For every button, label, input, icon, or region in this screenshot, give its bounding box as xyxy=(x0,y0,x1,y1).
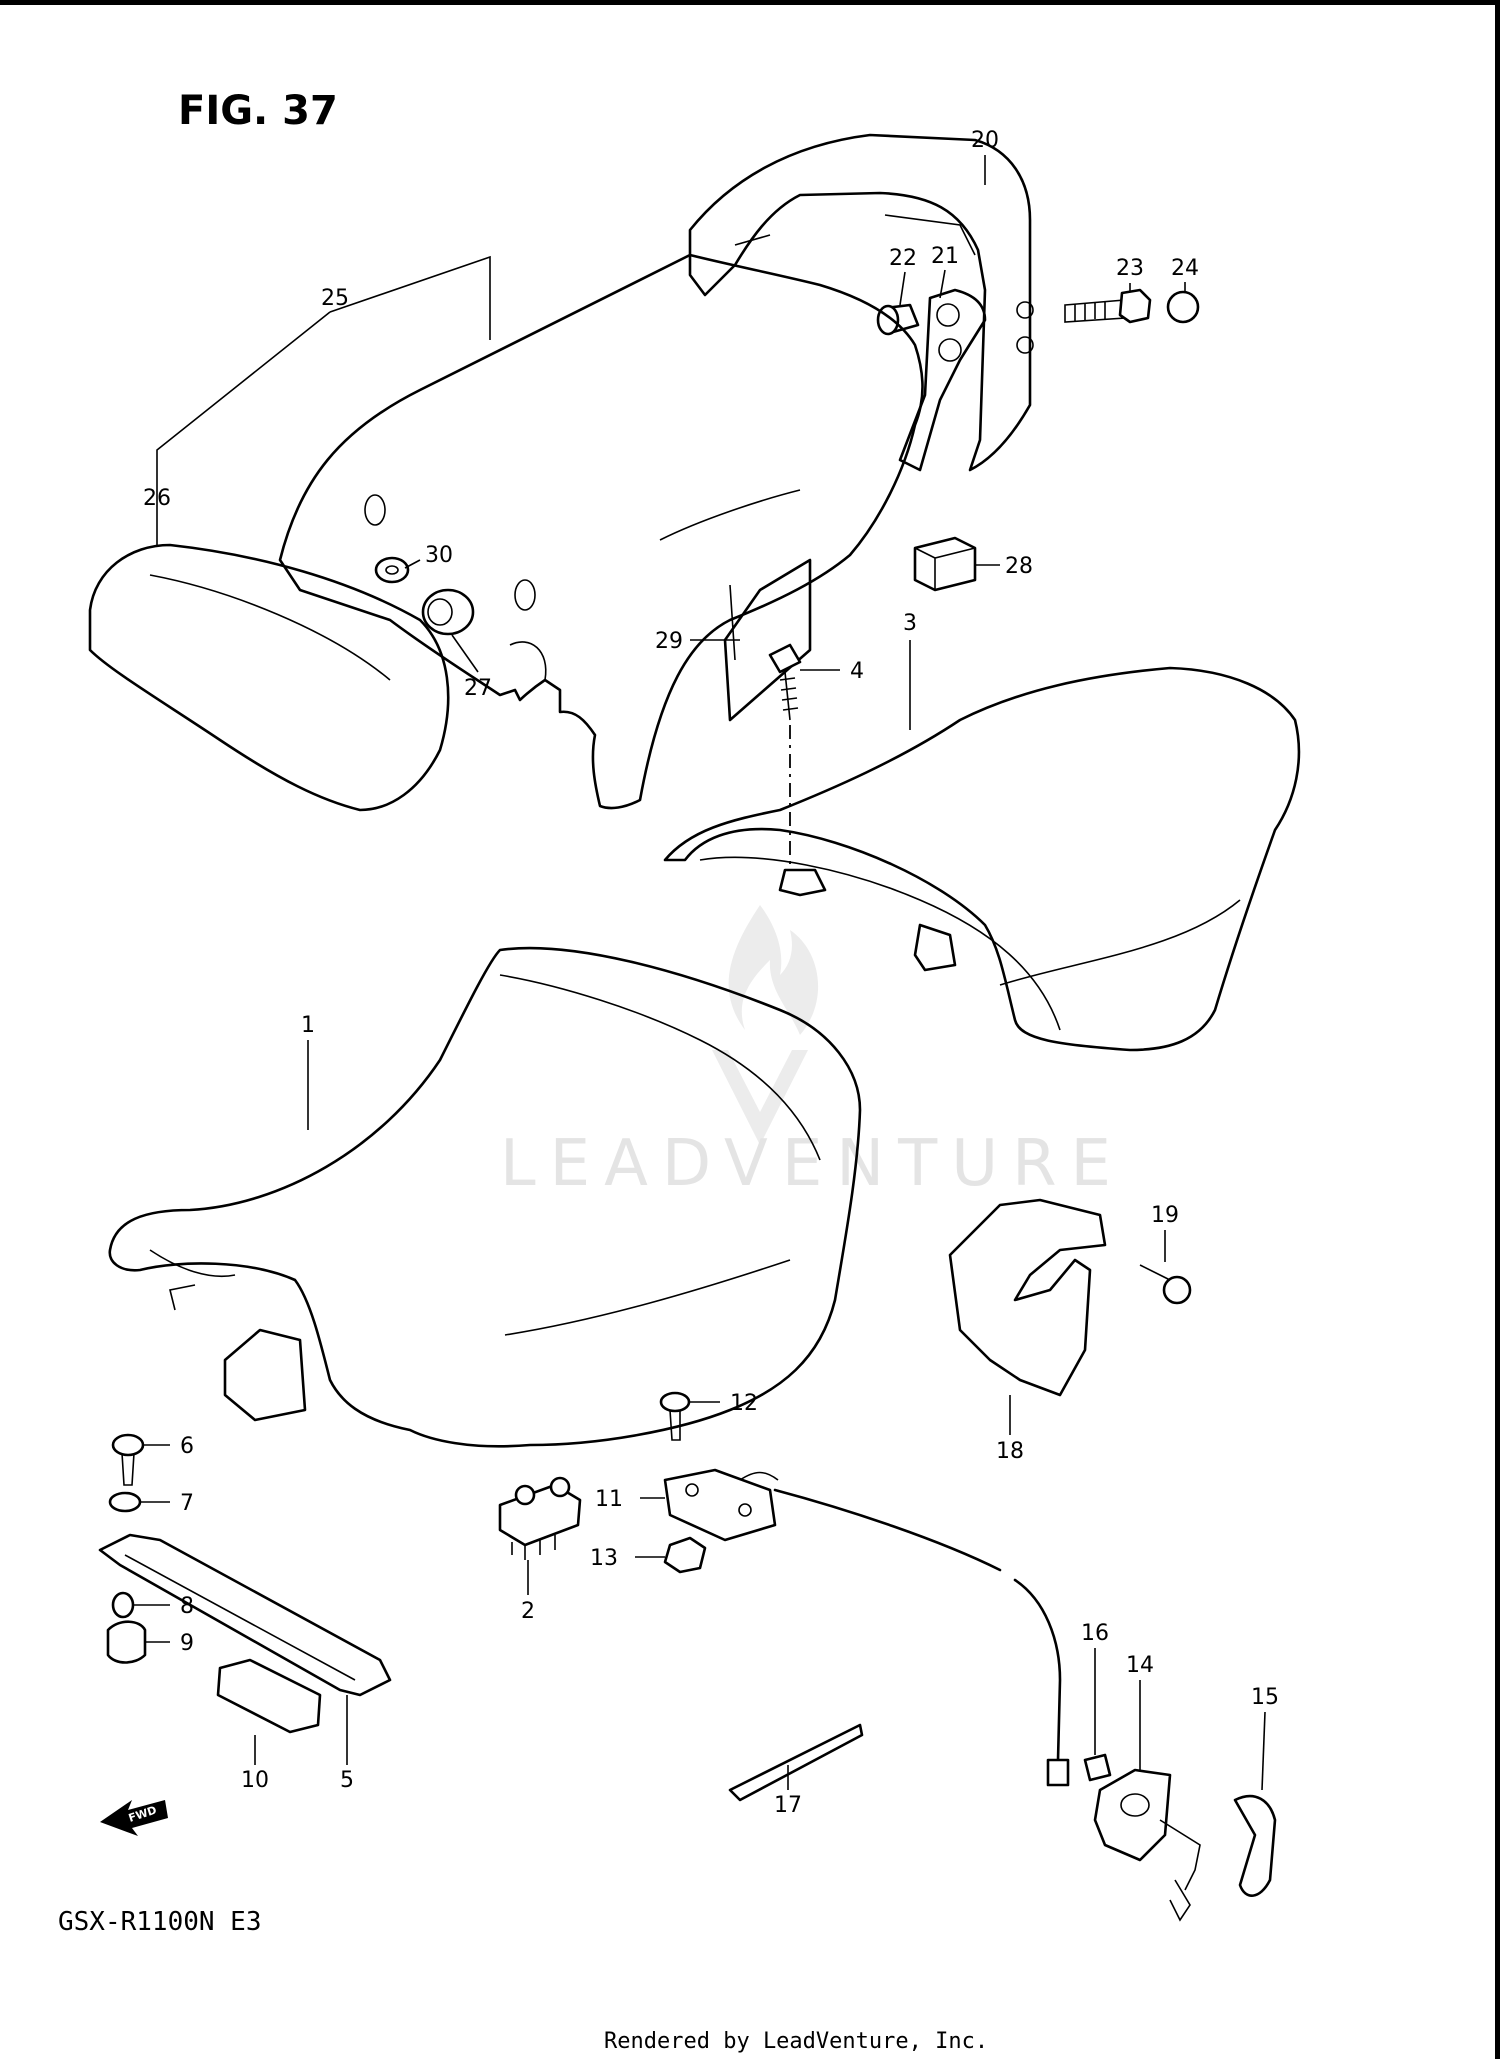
callout-20: 20 xyxy=(971,128,999,153)
part-1-main-seat xyxy=(108,946,862,1448)
part-8-collar xyxy=(111,1591,135,1619)
callout-9: 9 xyxy=(180,1631,194,1656)
watermark: LEADVENTURE xyxy=(500,905,1125,1201)
part-24-cap xyxy=(1166,290,1200,324)
part-4-screw xyxy=(768,643,802,870)
flame-logo-icon xyxy=(712,905,819,1145)
part-6-screw xyxy=(111,1433,145,1486)
callout-26: 26 xyxy=(143,486,171,511)
callout-14: 14 xyxy=(1126,1653,1154,1678)
callout-18: 18 xyxy=(996,1439,1024,1464)
top-border xyxy=(0,0,1500,5)
callout-29: 29 xyxy=(655,629,683,654)
callout-30: 30 xyxy=(425,543,453,568)
part-25-seat-tail-cover xyxy=(278,253,924,810)
part-18-bracket xyxy=(948,1198,1107,1397)
part-28-block xyxy=(913,536,977,592)
callout-24: 24 xyxy=(1171,256,1199,281)
callout-21: 21 xyxy=(931,244,959,269)
part-15-cam xyxy=(1233,1794,1277,1897)
callout-15: 15 xyxy=(1251,1685,1279,1710)
leader-lines xyxy=(133,155,1266,1791)
part-19-bolt xyxy=(1139,1264,1192,1305)
callout-numbers: 1 2 3 4 5 6 7 8 9 10 11 12 13 14 15 16 1… xyxy=(143,128,1279,1818)
right-border xyxy=(1495,0,1500,2059)
model-label: GSX-R1100N E3 xyxy=(58,1907,262,1937)
callout-10: 10 xyxy=(241,1768,269,1793)
callout-13: 13 xyxy=(590,1546,618,1571)
callout-4: 4 xyxy=(850,659,864,684)
part-27-grommet xyxy=(421,588,475,636)
figure-title: FIG. 37 xyxy=(178,88,338,134)
callout-11: 11 xyxy=(595,1487,623,1512)
part-29-plate xyxy=(723,558,812,722)
cable xyxy=(739,1471,1070,1787)
callout-1: 1 xyxy=(301,1013,315,1038)
callout-23: 23 xyxy=(1116,256,1144,281)
part-16-screw xyxy=(1083,1753,1112,1782)
part-20-grab-rail xyxy=(688,133,1034,472)
callout-7: 7 xyxy=(180,1491,194,1516)
callout-6: 6 xyxy=(180,1434,194,1459)
callout-28: 28 xyxy=(1005,554,1033,579)
footer-credit: Rendered by LeadVenture, Inc. xyxy=(604,2029,988,2054)
callout-19: 19 xyxy=(1151,1203,1179,1228)
part-30-washer xyxy=(374,556,410,584)
part-7-washer xyxy=(108,1491,142,1513)
part-5-bracket xyxy=(98,1533,392,1697)
part-2-latch xyxy=(498,1476,582,1560)
callout-22: 22 xyxy=(889,246,917,271)
part-14-seat-lock xyxy=(1093,1768,1201,1922)
callout-25: 25 xyxy=(321,286,349,311)
part-10-pad xyxy=(216,1658,322,1734)
callout-5: 5 xyxy=(340,1768,354,1793)
part-26-pad xyxy=(88,543,450,812)
callout-17: 17 xyxy=(774,1793,802,1818)
part-11-latch-plate xyxy=(663,1468,777,1542)
watermark-text: LEADVENTURE xyxy=(500,1127,1125,1201)
callout-8: 8 xyxy=(180,1594,194,1619)
part-17-cable-tie xyxy=(728,1723,864,1802)
part-12-screw xyxy=(659,1391,691,1441)
part-3-pillion-seat xyxy=(663,666,1301,1052)
callout-2: 2 xyxy=(521,1599,535,1624)
part-23-bolt xyxy=(1064,288,1152,324)
fwd-arrow-icon: FWD xyxy=(100,1800,168,1836)
callout-12: 12 xyxy=(730,1391,758,1416)
callout-16: 16 xyxy=(1081,1621,1109,1646)
part-9-cushion xyxy=(106,1620,147,1664)
part-13-nut xyxy=(663,1536,707,1574)
part-21-bracket xyxy=(898,288,987,472)
callout-27: 27 xyxy=(464,676,492,701)
callout-3: 3 xyxy=(903,611,917,636)
